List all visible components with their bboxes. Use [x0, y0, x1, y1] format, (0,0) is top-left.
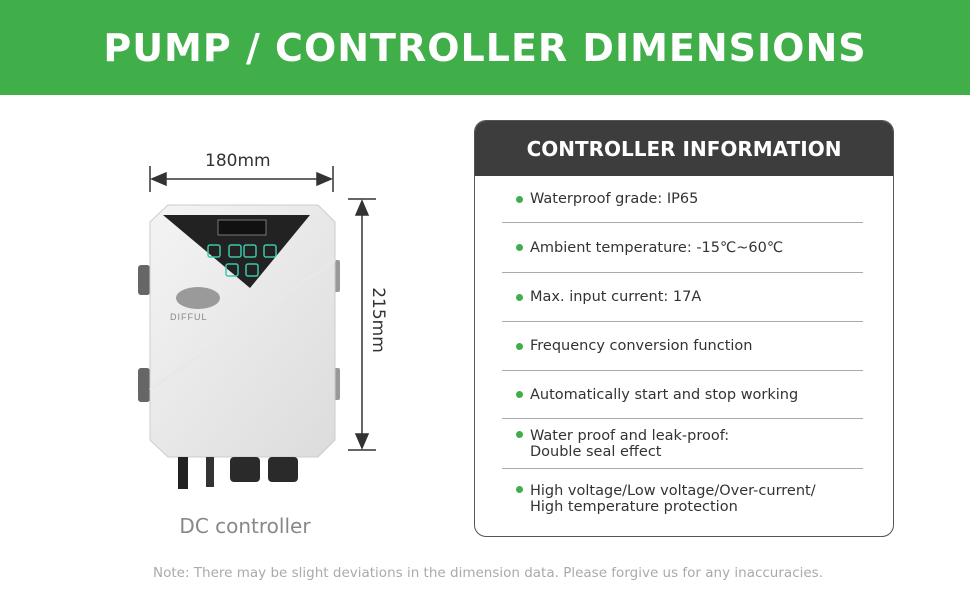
product-caption: DC controller: [179, 514, 311, 538]
bullet-icon: [516, 293, 523, 301]
info-item: Max. input current: 17A: [502, 273, 863, 322]
brand-logo: DIFFUL: [170, 312, 208, 322]
info-item: Water proof and leak-proof:Double seal e…: [502, 419, 863, 469]
bullet-icon: [516, 342, 523, 350]
info-item: Waterproof grade: IP65: [502, 176, 863, 223]
controller-info-panel: CONTROLLER INFORMATION Waterproof grade:…: [474, 120, 894, 537]
height-label: 215mm: [367, 287, 388, 353]
bullet-icon: [516, 195, 523, 203]
info-item: Ambient temperature: -15℃~60℃: [502, 223, 863, 273]
bullet-icon: [516, 244, 523, 251]
page-title: PUMP / CONTROLLER DIMENSIONS: [103, 25, 867, 70]
width-label: 180mm: [205, 151, 271, 171]
controller-image: DIFFUL: [138, 204, 340, 489]
dimension-lines: [149, 166, 376, 451]
panel-title: CONTROLLER INFORMATION: [475, 121, 893, 176]
info-item: Frequency conversion function: [502, 322, 863, 371]
title-banner: PUMP / CONTROLLER DIMENSIONS: [0, 0, 970, 95]
info-item: High voltage/Low voltage/Over-current/Hi…: [502, 469, 863, 527]
bullet-icon: [516, 391, 523, 398]
bullet-icon: [516, 431, 523, 438]
disclaimer-note: Note: There may be slight deviations in …: [153, 565, 823, 581]
info-item: Automatically start and stop working: [502, 371, 863, 419]
bullet-icon: [516, 486, 523, 493]
